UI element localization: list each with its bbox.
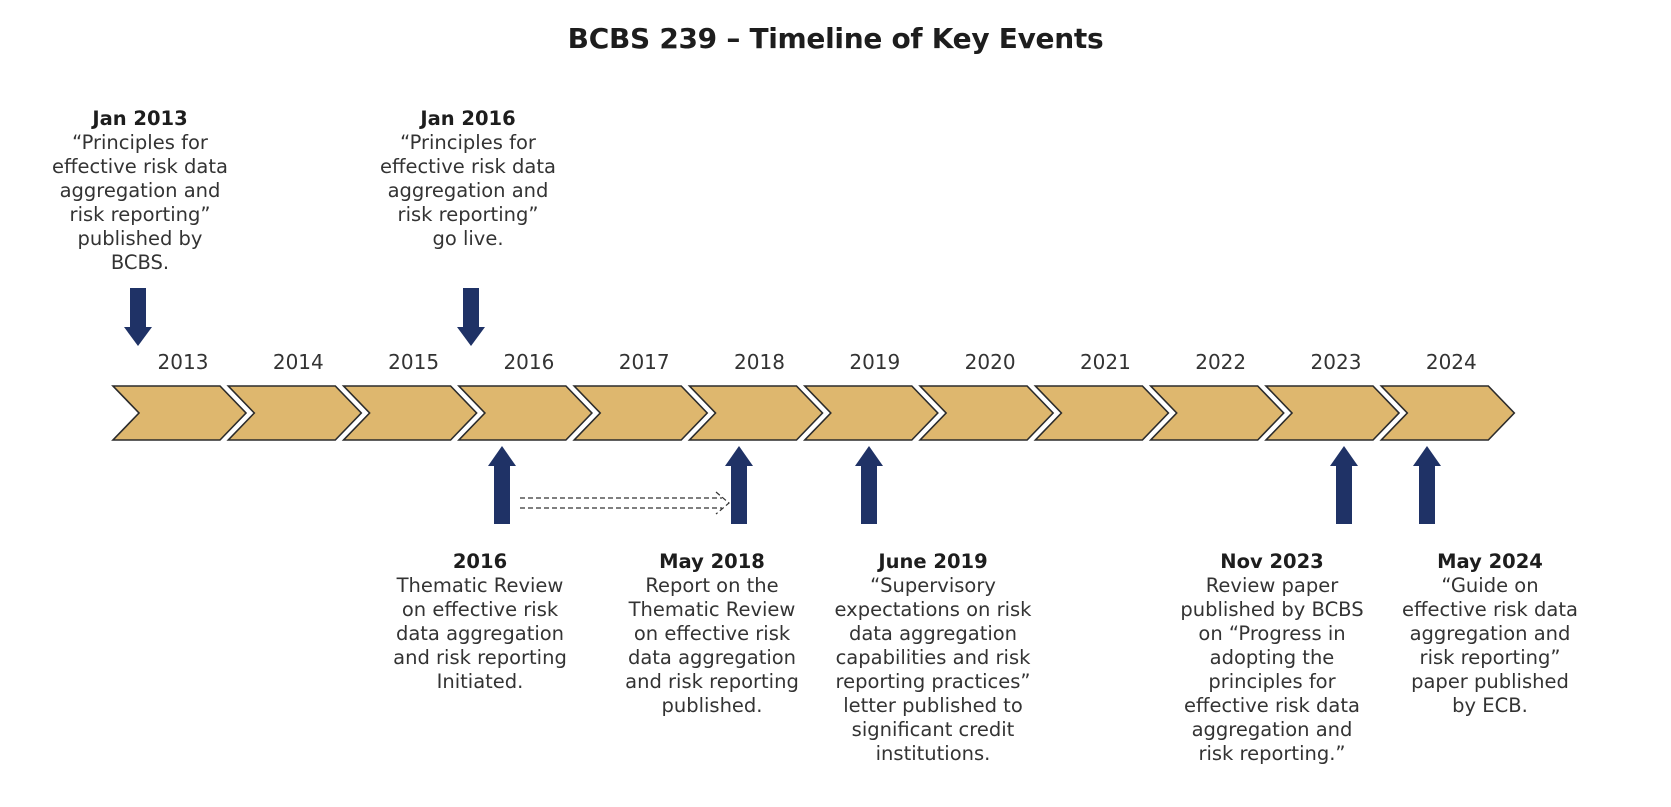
event-date: 2016 bbox=[452, 550, 508, 573]
arrow-up-icon bbox=[855, 446, 883, 524]
page-title: BCBS 239 – Timeline of Key Events bbox=[567, 22, 1104, 55]
chevron-2014 bbox=[226, 385, 363, 441]
event-date: May 2024 bbox=[1437, 550, 1543, 573]
chevron-2015 bbox=[341, 385, 478, 441]
arrow-up-icon bbox=[1413, 446, 1441, 524]
year-label: 2015 bbox=[388, 350, 440, 374]
arrow-up-icon bbox=[488, 446, 516, 524]
event-may-2024: May 2024 “Guide on effective risk data a… bbox=[1390, 550, 1590, 718]
chevron-2016 bbox=[457, 385, 594, 441]
event-may-2018: May 2018 Report on the Thematic Review o… bbox=[612, 550, 812, 718]
event-text: Review paper published by BCBS on “Progr… bbox=[1180, 574, 1364, 765]
event-text: “Guide on effective risk data aggregatio… bbox=[1402, 574, 1578, 717]
chevron-2023 bbox=[1264, 385, 1401, 441]
chevron-2021 bbox=[1033, 385, 1170, 441]
event-date: Jan 2016 bbox=[420, 107, 516, 130]
chevron-2022 bbox=[1148, 385, 1285, 441]
event-june-2019: June 2019 “Supervisory expectations on r… bbox=[818, 550, 1048, 766]
chevron-2013 bbox=[111, 385, 248, 441]
arrow-down-icon bbox=[457, 288, 485, 346]
chevron-2017 bbox=[572, 385, 709, 441]
chevron-2018 bbox=[687, 385, 824, 441]
year-label: 2016 bbox=[503, 350, 555, 374]
event-date: Jan 2013 bbox=[92, 107, 188, 130]
event-jan-2016: Jan 2016 “Principles for effective risk … bbox=[368, 107, 568, 251]
year-label: 2018 bbox=[734, 350, 785, 374]
year-label: 2013 bbox=[157, 350, 209, 374]
dashed-connector-arrow-icon bbox=[520, 491, 730, 515]
chevron-2019 bbox=[802, 385, 939, 441]
year-label: 2014 bbox=[272, 350, 324, 374]
year-label: 2021 bbox=[1079, 350, 1131, 374]
event-text: “Principles for effective risk data aggr… bbox=[380, 131, 556, 250]
event-text: “Supervisory expectations on risk data a… bbox=[834, 574, 1032, 765]
chevron-2024 bbox=[1379, 385, 1516, 441]
arrow-down-icon bbox=[124, 288, 152, 346]
year-label: 2022 bbox=[1195, 350, 1247, 374]
chevron-row bbox=[111, 385, 1516, 441]
year-label: 2023 bbox=[1310, 350, 1362, 374]
event-date: June 2019 bbox=[878, 550, 988, 573]
event-date: Nov 2023 bbox=[1220, 550, 1324, 573]
year-label: 2024 bbox=[1425, 350, 1477, 374]
year-label: 2019 bbox=[849, 350, 901, 374]
event-2016-thematic-review: 2016 Thematic Review on effective risk d… bbox=[380, 550, 580, 694]
event-date: May 2018 bbox=[659, 550, 765, 573]
year-label: 2020 bbox=[964, 350, 1016, 374]
year-label: 2017 bbox=[618, 350, 670, 374]
event-text: Report on the Thematic Review on effecti… bbox=[625, 574, 799, 717]
arrow-up-icon bbox=[725, 446, 753, 524]
event-nov-2023: Nov 2023 Review paper published by BCBS … bbox=[1167, 550, 1377, 766]
arrow-up-icon bbox=[1330, 446, 1358, 524]
event-text: “Principles for effective risk data aggr… bbox=[52, 131, 228, 274]
chevron-2020 bbox=[918, 385, 1055, 441]
event-jan-2013: Jan 2013 “Principles for effective risk … bbox=[40, 107, 240, 275]
event-text: Thematic Review on effective risk data a… bbox=[393, 574, 567, 693]
